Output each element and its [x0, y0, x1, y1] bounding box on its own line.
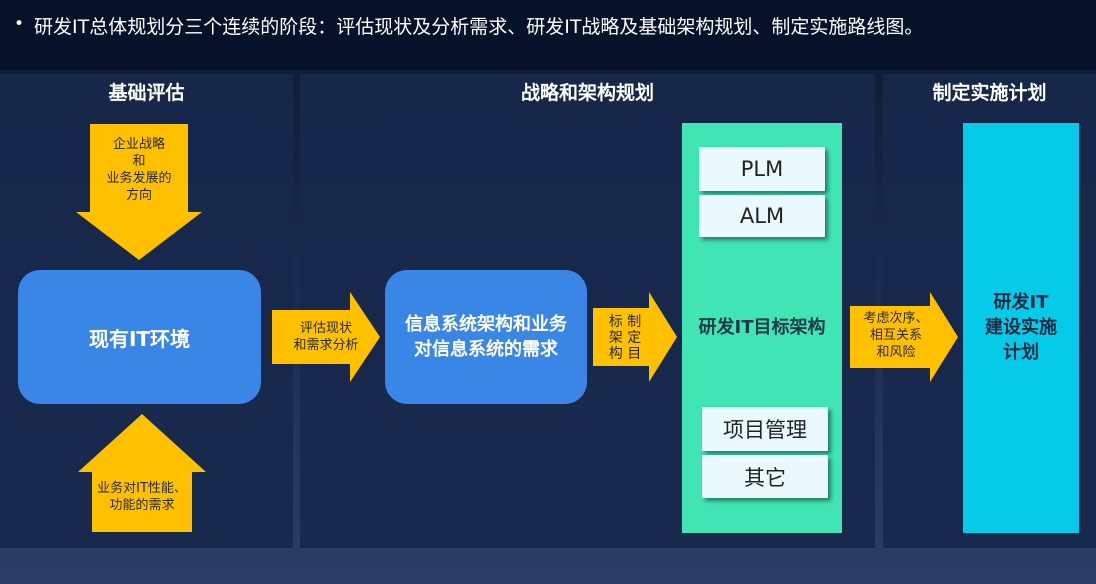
other-label: 其它: [744, 465, 786, 490]
panel-assessment-title: 基础评估: [108, 82, 185, 104]
strategy-direction-line: 企业战略: [112, 137, 165, 152]
info-system-requirements-line: 对信息系统的需求: [414, 339, 558, 360]
implementation-plan-title: 研发IT 建设实施 计划: [963, 290, 1079, 365]
plm-label: PLM: [740, 157, 784, 181]
header-bar: [0, 0, 1096, 70]
strategy-direction-line: 方向: [125, 188, 152, 203]
implementation-plan-line: 建设实施: [985, 317, 1057, 338]
target-architecture-title: 研发IT目标架构: [698, 317, 826, 338]
implementation-plan-line: 计划: [1003, 342, 1039, 363]
plm-box: PLM: [699, 147, 825, 191]
project-management-label: 项目管理: [723, 418, 807, 442]
strategy-direction-line: 和: [132, 154, 146, 169]
planning-arrow-line: 考虑次序、: [863, 311, 929, 326]
planning-arrow: 考虑次序、 相互关系 和风险: [850, 292, 958, 382]
planning-arrow-line: 和风险: [876, 345, 916, 360]
target-architecture-arrow-line: 架 定: [608, 330, 642, 346]
business-needs-line: 业务对IT性能、: [97, 481, 187, 496]
panel-implementation-title: 制定实施计划: [932, 82, 1047, 104]
target-architecture-arrow-line: 标 制: [608, 314, 642, 330]
planning-arrow-line: 相互关系: [869, 328, 922, 343]
assessment-arrow: 评估现状 和需求分析: [272, 292, 380, 382]
headline-text: 研发IT总体规划分三个连续的阶段：评估现状及分析需求、研发IT战略及基础架构规划…: [34, 16, 924, 38]
current-it-environment: 现有IT环境: [18, 270, 261, 404]
info-system-requirements: 信息系统架构和业务 对信息系统的需求: [385, 270, 587, 404]
strategy-direction-arrow: 企业战略 和 业务发展的 方向: [76, 124, 202, 260]
panel-strategy-title: 战略和架构规划: [520, 82, 654, 104]
bullet-marker: •: [14, 14, 25, 34]
implementation-plan-column: [963, 123, 1079, 533]
project-management-box: 项目管理: [702, 407, 828, 451]
target-architecture-arrow-line: 构 目: [608, 346, 642, 362]
alm-box: ALM: [699, 195, 825, 237]
other-box: 其它: [702, 455, 828, 498]
implementation-plan-line: 研发IT: [993, 292, 1049, 313]
current-it-environment-label: 现有IT环境: [88, 326, 191, 351]
assessment-arrow-line: 评估现状: [299, 321, 352, 336]
strategy-direction-line: 业务发展的: [106, 171, 172, 186]
business-needs-arrow: 业务对IT性能、 功能的需求: [78, 414, 206, 532]
assessment-arrow-line: 和需求分析: [293, 338, 359, 353]
info-system-requirements-line: 信息系统架构和业务: [405, 314, 567, 335]
business-needs-line: 功能的需求: [109, 498, 175, 513]
alm-label: ALM: [739, 204, 785, 228]
target-architecture-arrow: 标 制 架 定 构 目: [593, 292, 677, 382]
